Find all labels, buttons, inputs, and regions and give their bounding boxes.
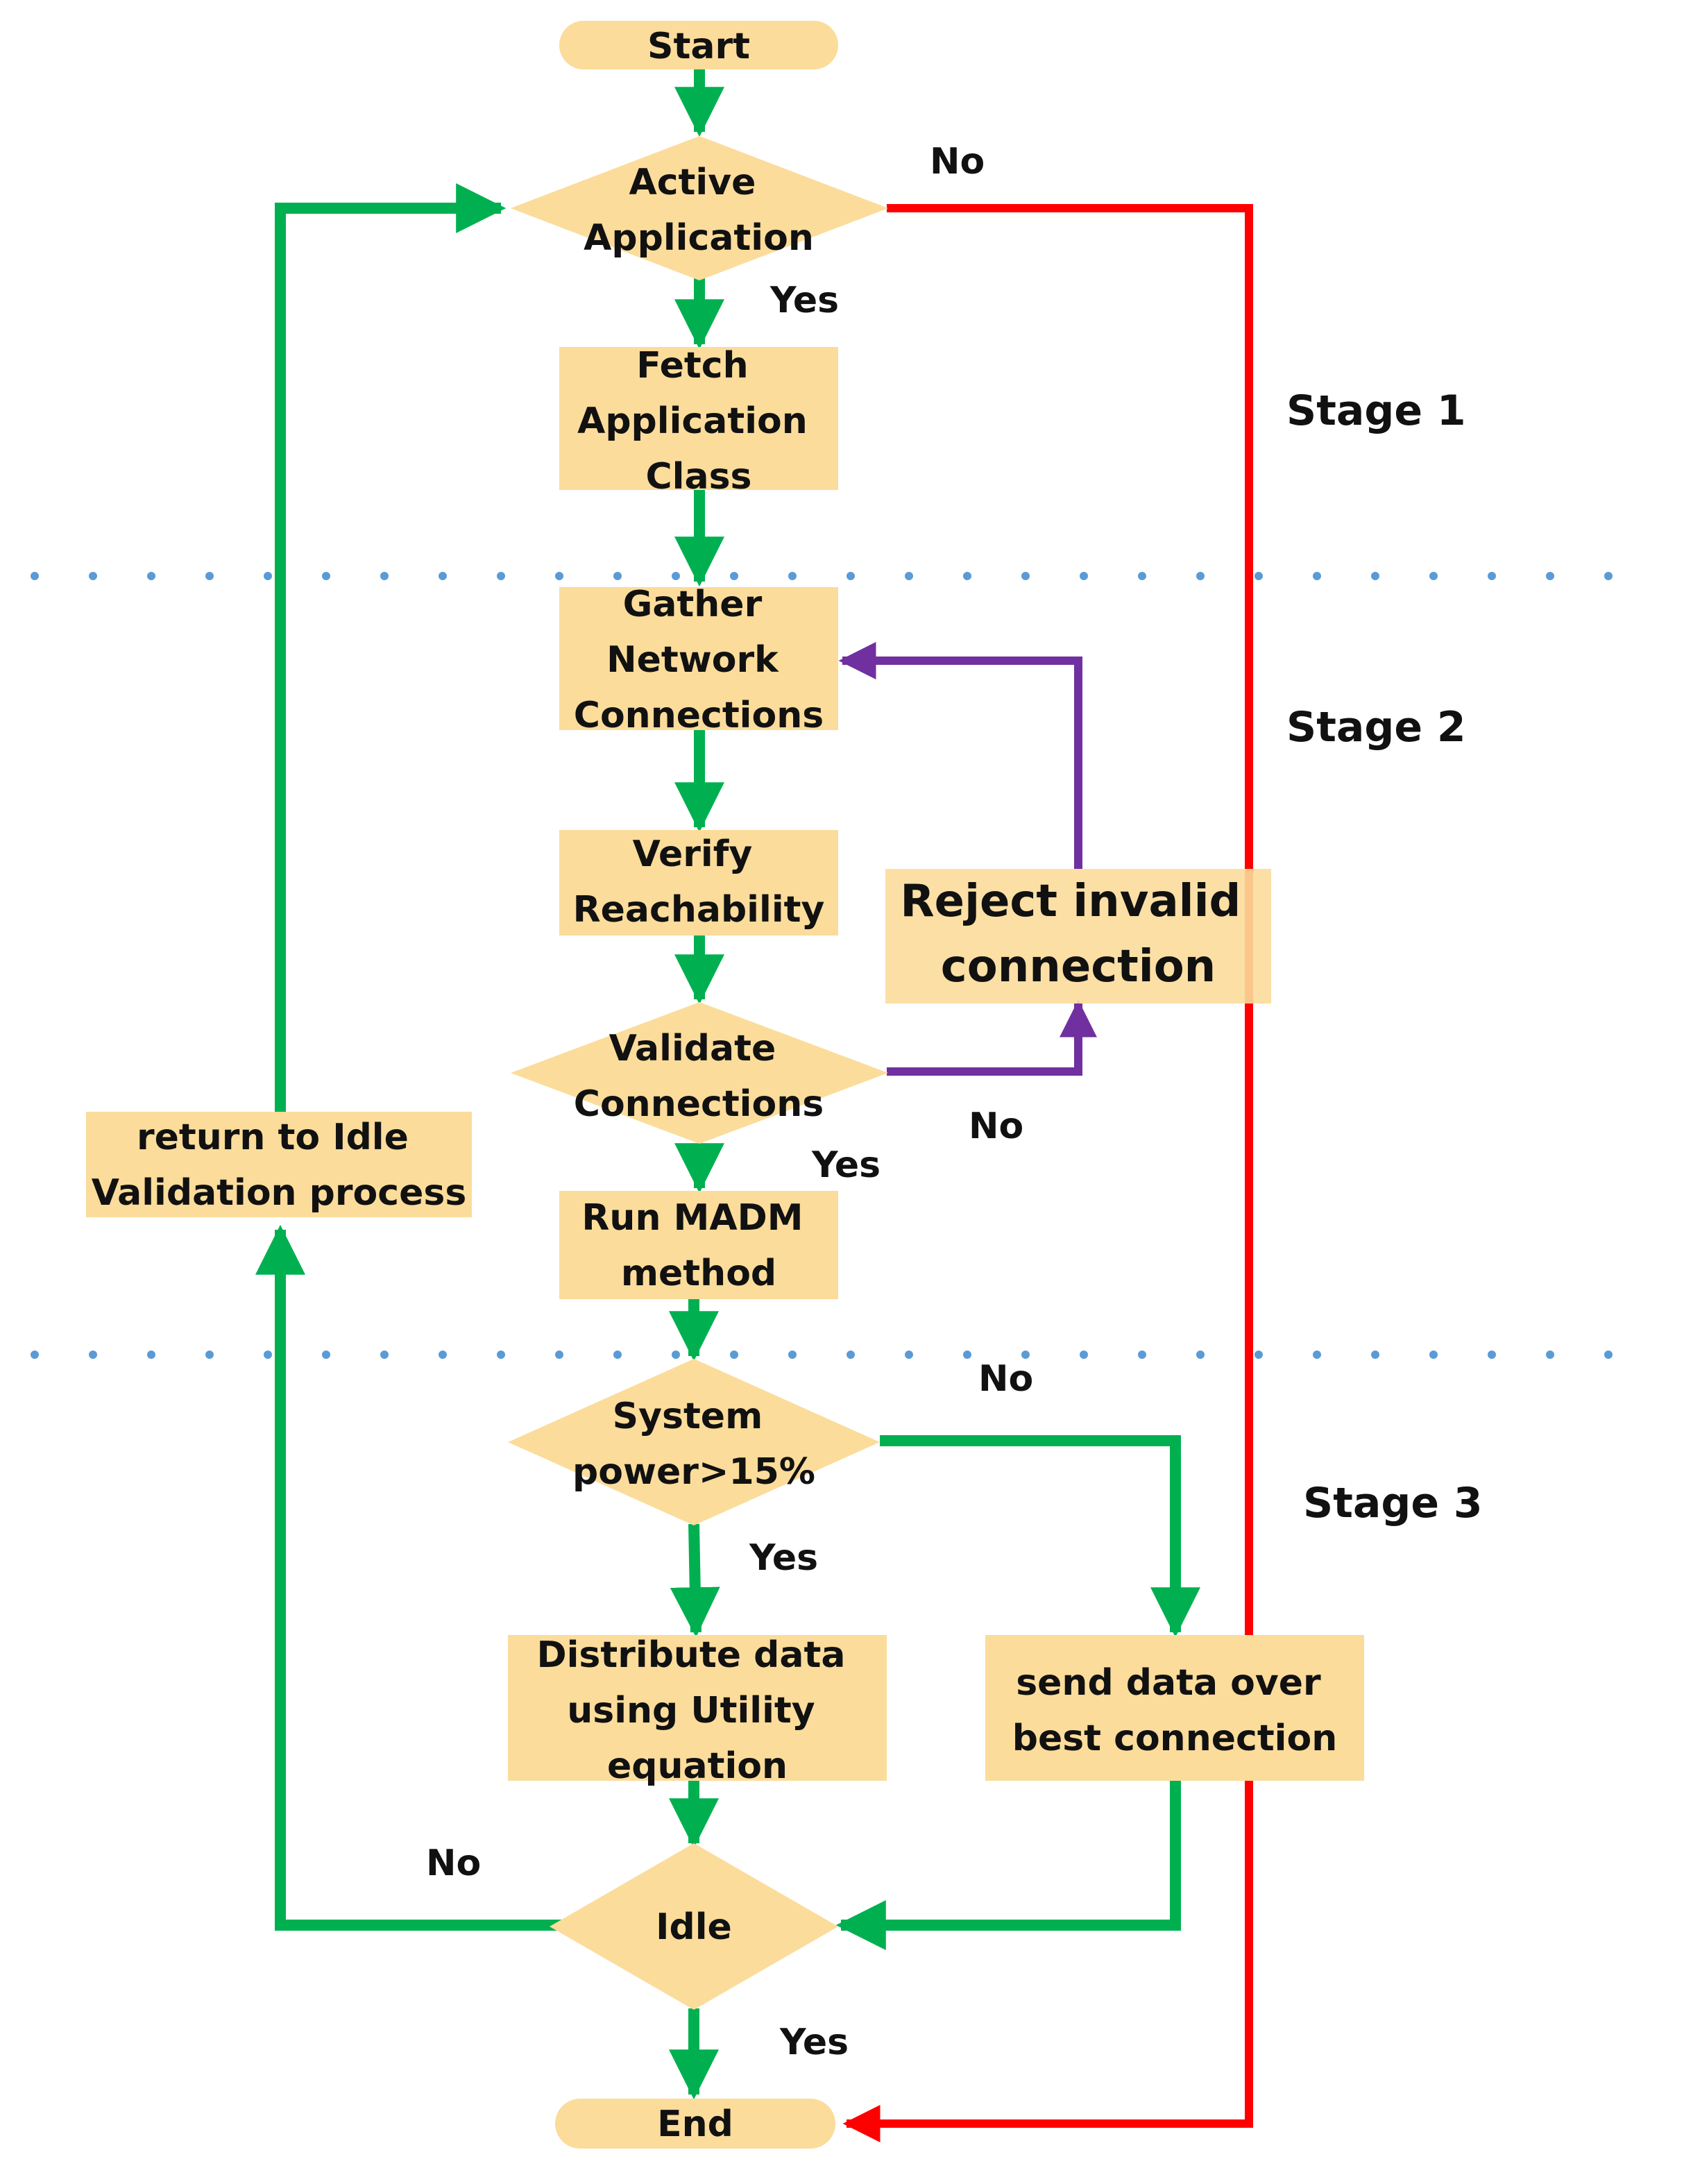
distribute-data-label: Distribute data using Utility equation [536,1634,858,1787]
gather-network-connections-label: Gather Network Connections [574,584,824,736]
arrow-validate-no-to-reject [887,999,1097,1076]
run-madm-method-process [559,1191,838,1299]
verify-reachability-process [559,830,838,936]
reject-invalid-connection-process [885,869,1271,1004]
return-to-idle-process [86,1112,472,1217]
validate-connections-label: Validate Connections [574,1028,824,1125]
run-madm-method-label: Run MADM method [581,1197,815,1294]
active-application-decision [511,136,888,280]
start-terminal [559,21,838,69]
active-application-label: Active Application [584,162,814,259]
arrow-send-to-idle [835,1781,1181,1950]
label-yes-validate: Yes [811,1144,881,1186]
label-no-idle: No [426,1843,481,1884]
verify-reachability-label: Verify Reachability [573,833,825,931]
send-data-best-connection-process [985,1635,1364,1781]
reject-invalid-connection-label: Reject invalid connection [900,876,1256,992]
return-to-idle-label: return to Idle Validation process [92,1117,467,1214]
end-label: End [657,2103,733,2145]
validate-connections-decision [511,1002,888,1144]
fetch-application-class-label: Fetch Application Class [577,345,820,498]
arrow-return-to-active [275,183,507,1112]
label-yes-idle: Yes [779,2022,849,2063]
arrow-power-to-distribute [670,1523,720,1638]
start-label: Start [647,26,750,67]
stage-1-label: Stage 1 [1286,387,1466,435]
system-power-decision [508,1359,880,1525]
label-no-power: No [978,1358,1033,1400]
system-power-label: System power>15% [572,1396,815,1493]
stage-3-label: Stage 3 [1303,1479,1483,1527]
label-no-validate: No [969,1106,1023,1147]
arrow-idle-no-to-return [255,1224,562,1931]
send-data-best-connection-label: send data over best connection [1012,1662,1338,1759]
arrow-active-no-to-end [842,204,1253,2142]
label-yes-active: Yes [769,280,839,321]
distribute-data-process [508,1635,887,1781]
idle-decision [550,1843,838,2010]
label-yes-power: Yes [749,1537,818,1579]
end-terminal [555,2099,835,2149]
label-no-active: No [930,141,985,183]
arrow-reject-to-gather [838,642,1082,869]
idle-label: Idle [656,1906,732,1948]
gather-network-connections-process [559,587,838,730]
stage-2-label: Stage 2 [1286,703,1466,752]
arrow-power-no-to-send [880,1435,1200,1638]
fetch-application-class-process [559,347,838,490]
